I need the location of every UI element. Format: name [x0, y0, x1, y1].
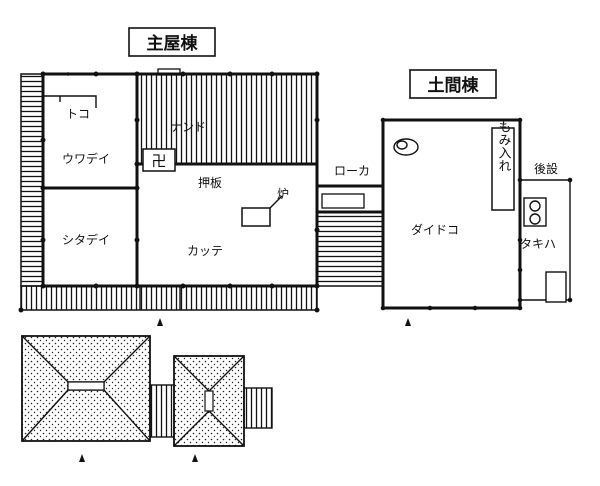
room-label-katte: カッテ: [187, 244, 223, 258]
stove-box: [523, 197, 547, 227]
room-label-ro: 炉: [277, 187, 289, 201]
earthen-building-plan: もみ入れ ダイドコ 後設 タキハ: [380, 117, 573, 326]
momiire-label: もみ入れ: [496, 120, 512, 172]
room-label-toko: トコ: [66, 107, 90, 121]
room-label-ita: 押板: [198, 176, 222, 190]
earthen-building-title-box: 土間棟: [409, 69, 497, 99]
room-label-nando: ナンド: [170, 120, 206, 134]
room-label-uwadei: ウワデイ: [62, 151, 110, 166]
room-label-shitadei: シタデイ: [62, 232, 110, 247]
south-veranda: [20, 285, 318, 311]
room-label-roka: ローカ: [334, 164, 370, 178]
manji-symbol: 卍: [151, 152, 166, 170]
room-label-kousetsu: 後設: [534, 161, 558, 176]
main-building-title-box: 主屋棟: [128, 27, 216, 57]
earthen-building-title: 土間棟: [428, 75, 480, 96]
roof-plan: [21, 335, 273, 462]
room-label-takiha: タキハ: [520, 237, 556, 251]
main-entrance-marker: [157, 318, 163, 326]
hearth-box: [241, 207, 271, 227]
main-building-title: 主屋棟: [147, 33, 199, 54]
momiire-box: [491, 127, 515, 211]
main-building-plan: 卍 トコ ナンド ウワデイ シタデイ 押板 炉 カッテ: [18, 68, 320, 326]
room-label-daidoko: ダイドコ: [411, 222, 459, 237]
earthen-entrance-marker: [405, 318, 411, 326]
west-veranda: [20, 73, 44, 287]
corridor-plan: ローカ: [316, 164, 384, 287]
